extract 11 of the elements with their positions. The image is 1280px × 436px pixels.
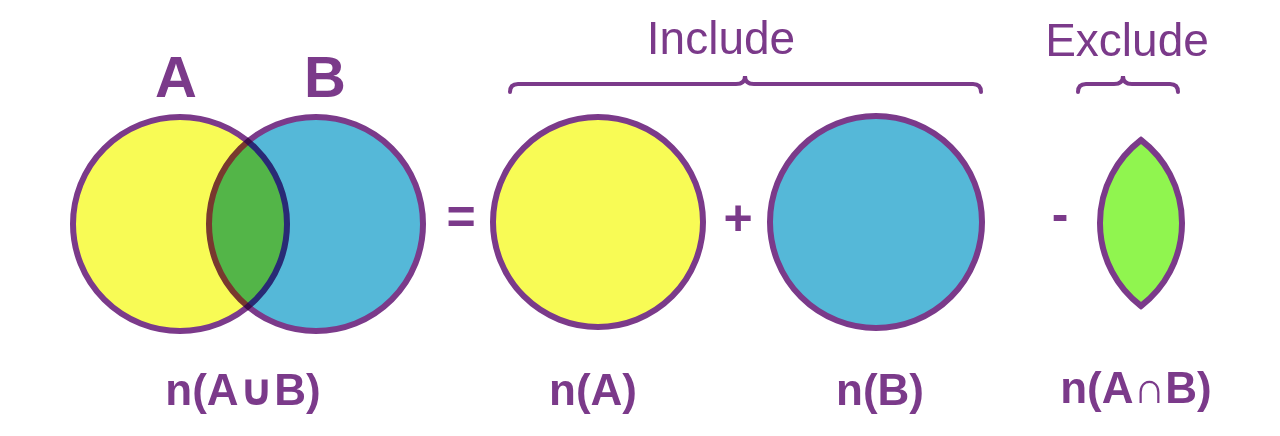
plus-sign: + xyxy=(723,193,753,243)
set-label: B xyxy=(304,48,346,106)
brace-label: Include xyxy=(646,15,796,61)
set-label: A xyxy=(155,48,197,106)
cardinality-label: n(B) xyxy=(836,368,924,412)
equals-sign: = xyxy=(446,192,476,242)
cardinality-label: n(A) xyxy=(549,368,637,412)
cardinality-label: n(A∩B) xyxy=(1060,366,1212,410)
minus-sign: - xyxy=(1051,189,1069,239)
brace-label: Exclude xyxy=(1045,17,1209,63)
cardinality-label: n(A∪B) xyxy=(165,368,321,412)
